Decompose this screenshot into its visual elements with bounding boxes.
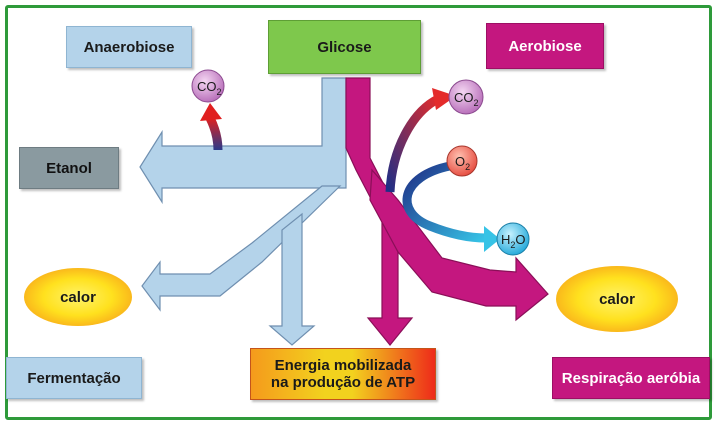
glicose-label: Glicose (268, 20, 421, 74)
o2-h2o-arrow (402, 161, 487, 243)
h2o-sub: 2 (510, 240, 515, 250)
svg-text:CO2: CO2 (454, 90, 479, 108)
etanol-label: Etanol (19, 147, 119, 189)
calor-left: calor (24, 268, 132, 326)
aerobic-flow (345, 77, 549, 346)
svg-text:O2: O2 (455, 154, 470, 172)
calor-left-arrow (141, 185, 342, 312)
co2-left-base: CO (197, 79, 217, 94)
aerobiose-label: Aerobiose (486, 23, 604, 69)
co2-right-arrow (385, 94, 441, 193)
o2-sub: 2 (465, 162, 470, 172)
o2-molecule: O2 (446, 145, 478, 177)
atp-label: Energia mobilizada na produção de ATP (250, 348, 436, 400)
atp-label-line2: na produção de ATP (270, 374, 416, 391)
h2o-base: H (501, 232, 510, 247)
etanol-arrow (139, 77, 347, 205)
respiracao-label: Respiração aeróbia (552, 357, 710, 399)
co2-right-sub: 2 (474, 98, 479, 108)
calor-right-arrow (369, 168, 549, 322)
anaerobiose-label: Anaerobiose (66, 26, 192, 68)
co2-left-molecule: CO2 (191, 69, 225, 103)
h2o-molecule: H2O (496, 222, 530, 256)
anaerobic-flow (139, 77, 347, 346)
atp-label-line1: Energia mobilizada (274, 357, 412, 374)
co2-right-molecule: CO2 (448, 79, 484, 115)
co2-right-arrowhead (432, 88, 456, 110)
o2-base: O (455, 154, 465, 169)
h2o-arrowhead (484, 226, 500, 252)
svg-text:CO2: CO2 (197, 79, 222, 97)
co2-right-base: CO (454, 90, 474, 105)
h2o-tail: O (515, 232, 525, 247)
svg-text:H2O: H2O (501, 232, 526, 250)
atp-blue-arrow (268, 212, 316, 346)
calor-right: calor (556, 266, 678, 332)
fermentacao-label: Fermentação (6, 357, 142, 399)
co2-left-sub: 2 (217, 87, 222, 97)
co2-left-arrow (205, 115, 223, 151)
co2-left-arrowhead (200, 103, 222, 121)
